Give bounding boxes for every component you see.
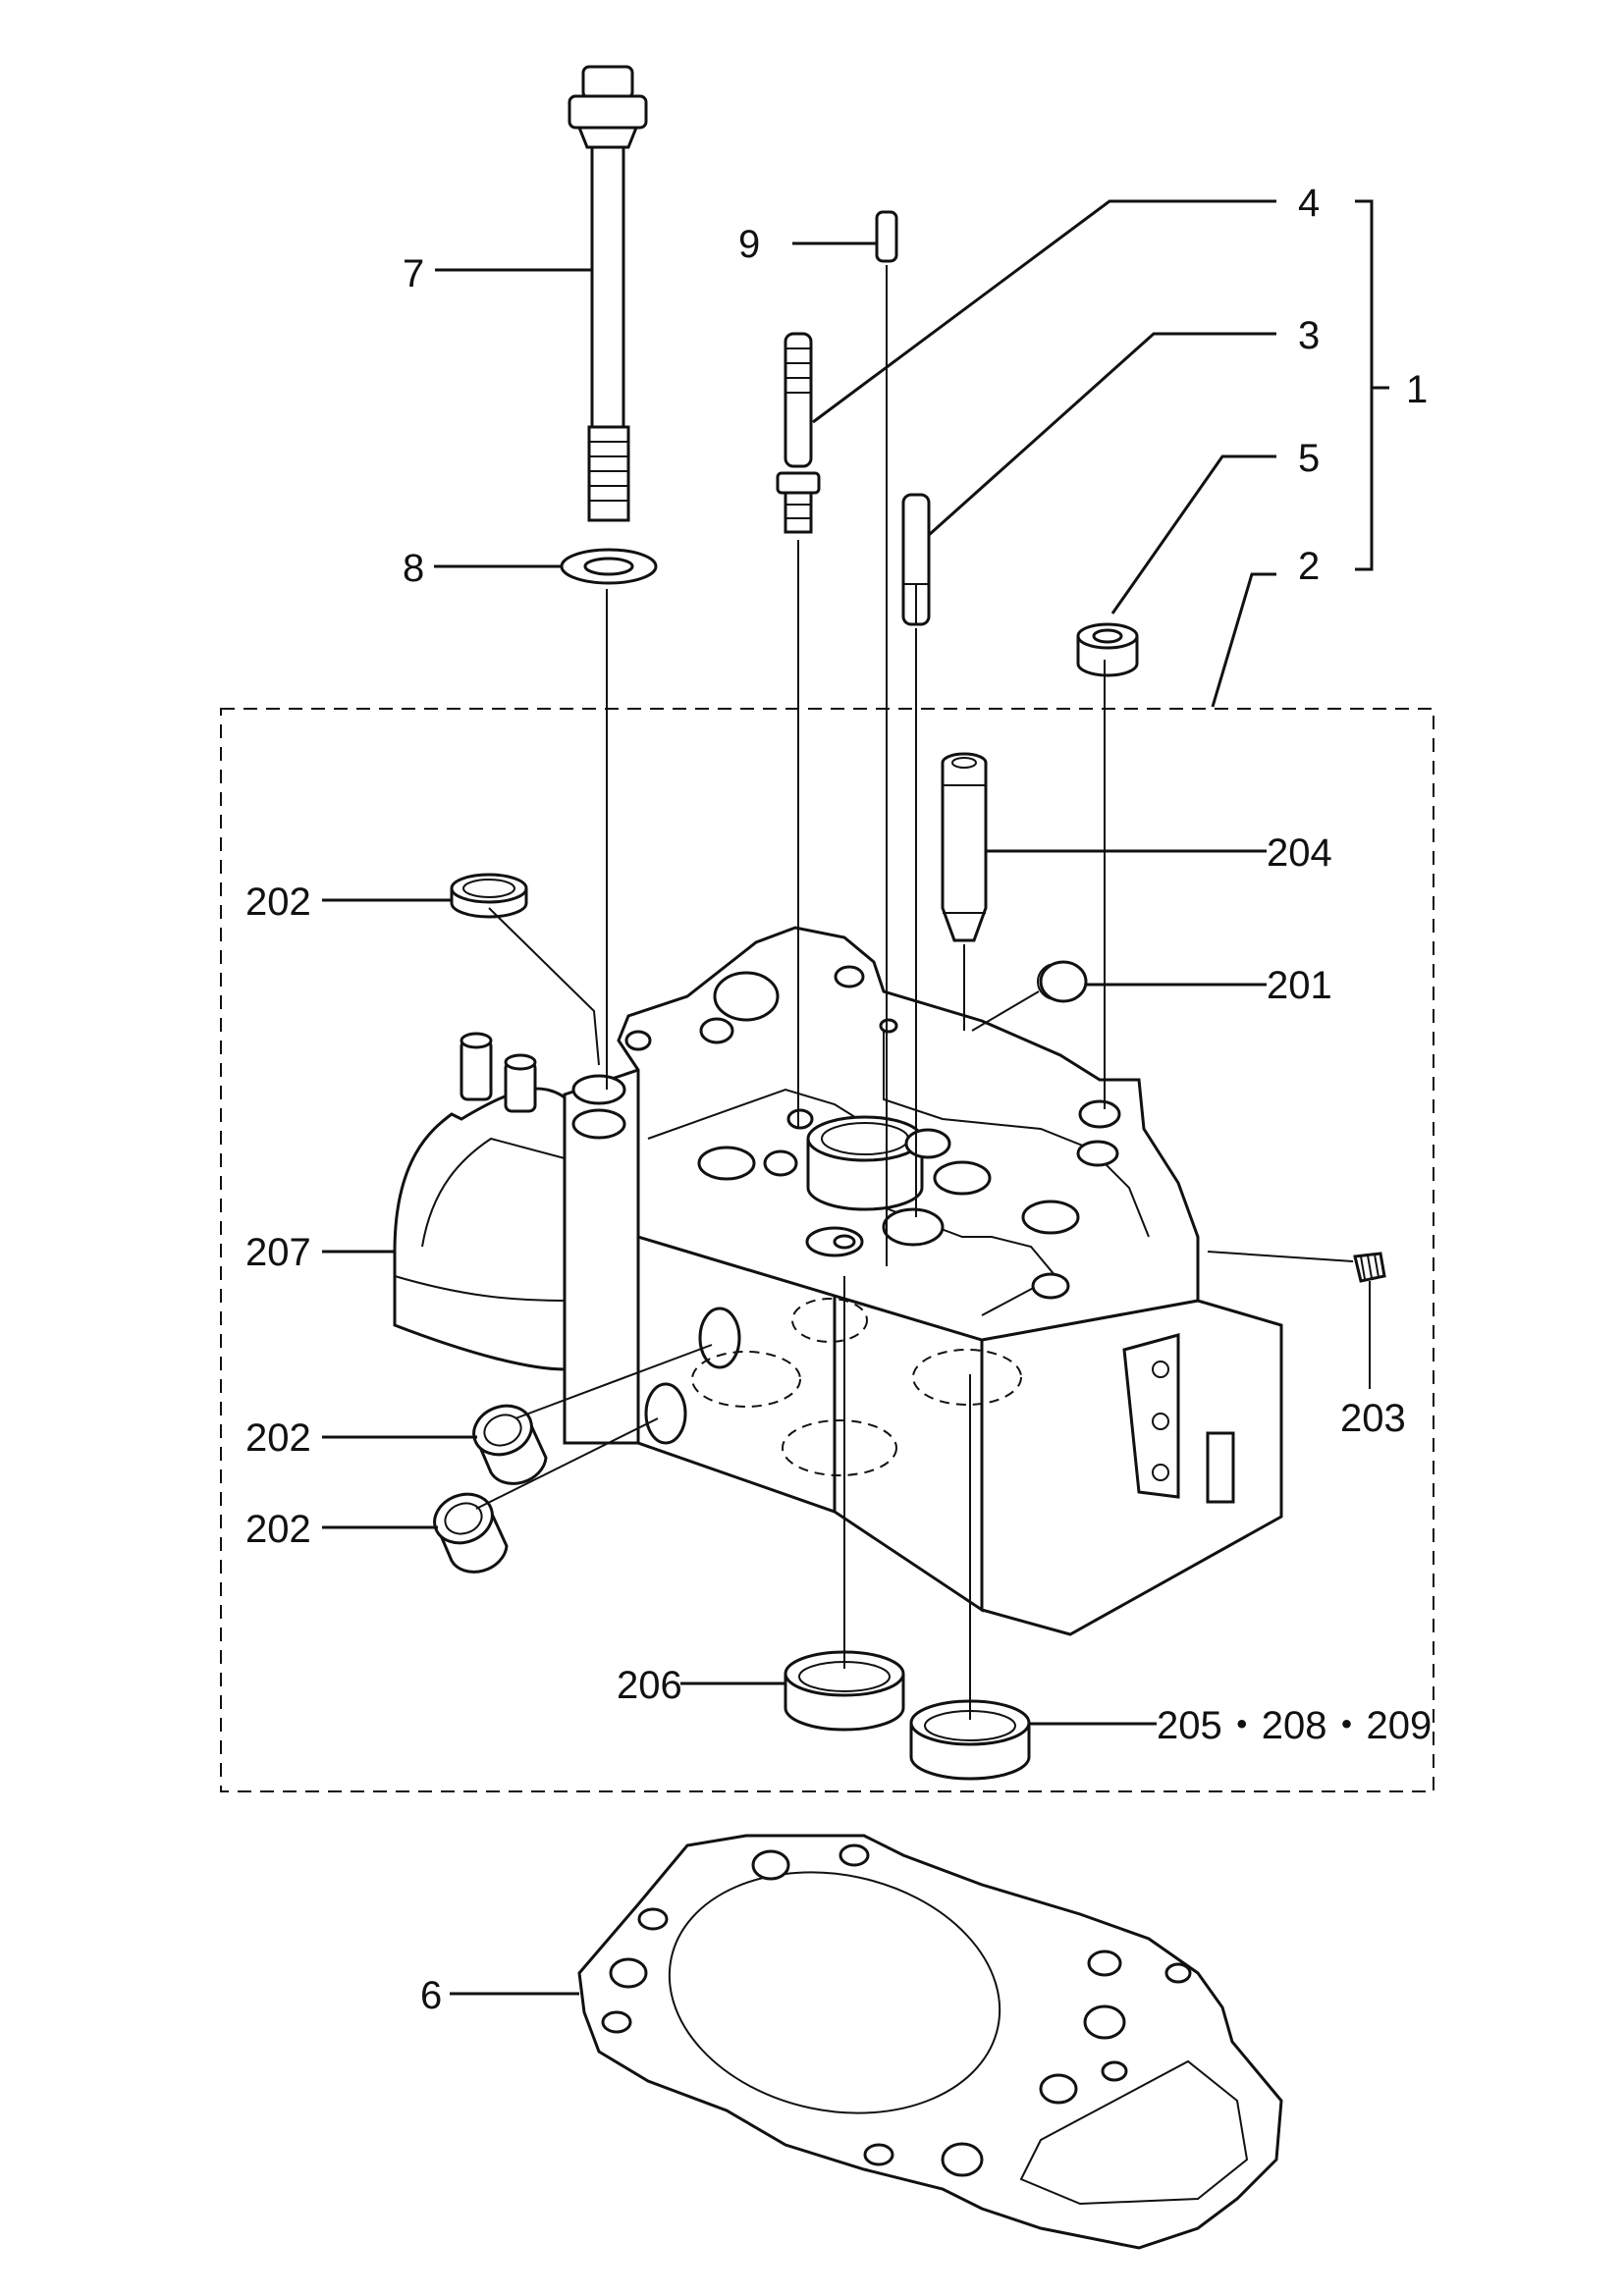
- alignment-lines: [475, 265, 1371, 1720]
- guide-pin: [901, 493, 931, 626]
- bush: [1076, 622, 1139, 677]
- callout-202-top: 202: [245, 881, 311, 924]
- callout-202-low: 202: [245, 1508, 311, 1551]
- plug: [1037, 960, 1088, 1003]
- valve-seat-205: [909, 1699, 1031, 1781]
- head-gasket: [577, 1834, 1283, 2250]
- assembly-boundary: [220, 708, 1434, 1792]
- callout-4: 4: [1298, 182, 1320, 225]
- callout-203: 203: [1340, 1397, 1406, 1440]
- callout-205-208-209: 205・208・209: [1157, 1704, 1432, 1747]
- seal-ring-mid: [472, 1404, 548, 1485]
- screw-plug: [1353, 1252, 1386, 1283]
- callout-7: 7: [403, 252, 424, 295]
- cylinder-head: [393, 926, 1283, 1636]
- callout-204: 204: [1267, 831, 1332, 875]
- callout-8: 8: [403, 547, 424, 590]
- head-bolt: [568, 65, 648, 522]
- callout-2: 2: [1298, 545, 1320, 588]
- washer: [560, 548, 658, 585]
- callout-1: 1: [1406, 368, 1428, 411]
- stud-bolt: [776, 332, 821, 534]
- callout-202-mid: 202: [245, 1416, 311, 1460]
- valve-guide: [941, 752, 988, 942]
- callout-201: 201: [1267, 964, 1332, 1007]
- callout-207: 207: [245, 1231, 311, 1274]
- callout-9: 9: [738, 223, 760, 266]
- callout-3: 3: [1298, 314, 1320, 357]
- dowel-pin: [875, 210, 898, 263]
- seal-ring-low: [433, 1492, 509, 1574]
- callout-6: 6: [420, 1974, 442, 2017]
- callout-206: 206: [617, 1664, 682, 1707]
- seal-ring-top: [450, 873, 528, 919]
- leader-lines: [322, 199, 1389, 1996]
- callout-5: 5: [1298, 437, 1320, 480]
